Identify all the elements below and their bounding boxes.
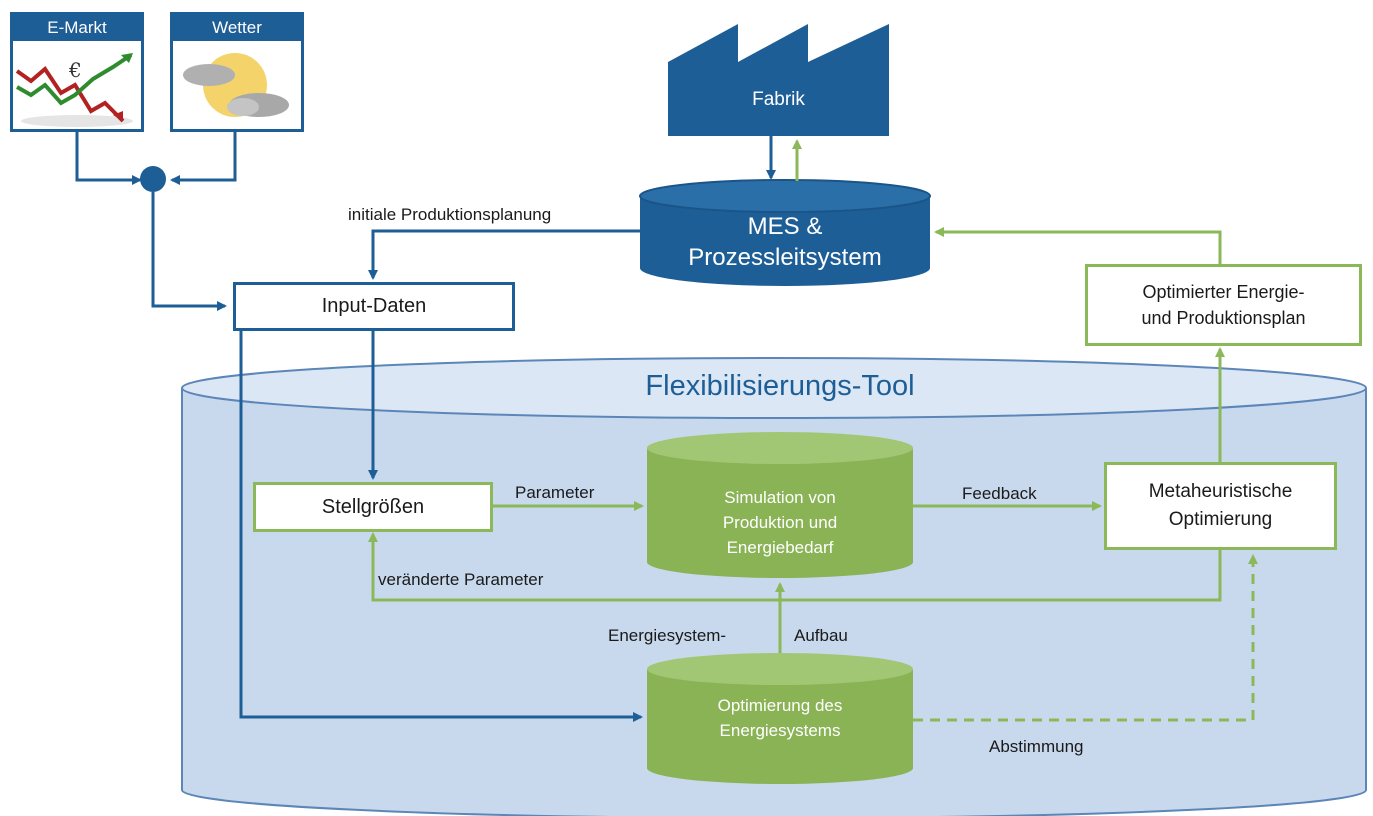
stellgroessen-box: Stellgrößen [253, 482, 493, 532]
merge-node [140, 166, 166, 192]
weather-card: Wetter [170, 12, 304, 132]
input-to-energy-opt-arrow [239, 330, 643, 722]
parameter-label: Parameter [515, 483, 595, 502]
plan-to-mes-arrow [934, 227, 1222, 264]
initial-planning-label: initiale Produktionsplanung [348, 205, 552, 224]
metaheuristic-line1: Metaheuristische [1148, 481, 1293, 502]
simulation-line3: Energiebedarf [726, 537, 834, 557]
changed-parameters-label: veränderte Parameter [378, 570, 544, 589]
factory-label: Fabrik [752, 89, 805, 110]
optimized-plan-line2: und Produktionsplan [1141, 308, 1306, 328]
mes-cylinder [639, 179, 931, 286]
factory-icon [668, 24, 889, 136]
coordination-dashed-arrow [913, 554, 1258, 722]
sun-cloud-icon [183, 53, 289, 117]
input-data-box: Input-Daten [233, 282, 515, 331]
simulation-line2: Produktion und [722, 512, 838, 532]
optimized-plan-box: Optimierter Energie- und Produktionsplan [1085, 264, 1362, 346]
initial-planning-arrow [368, 229, 642, 280]
simulation-cylinder [647, 432, 913, 578]
tool-title: Flexibilisierungs-Tool [645, 369, 915, 402]
energy-system-label-right: Aufbau [794, 626, 848, 645]
mes-label: MES & Prozessleitsystem [640, 202, 930, 282]
e-market-card: E-Markt € [10, 12, 144, 132]
simulation-line1: Simulation von [724, 487, 836, 507]
mes-label-line2: Prozessleitsystem [688, 244, 882, 271]
energy-opt-line1: Optimierung des [717, 696, 843, 715]
stellgroessen-label: Stellgrößen [321, 495, 425, 518]
input-data-label: Input-Daten [321, 295, 427, 317]
metaheuristic-box: Metaheuristische Optimierung [1104, 462, 1337, 550]
energy-system-label-left: Energiesystem- [608, 626, 727, 645]
e-market-title: E-Markt [13, 15, 141, 41]
mes-label-line1: MES & [747, 213, 823, 240]
metaheuristic-line2: Optimierung [1168, 509, 1273, 530]
source-merge-lines [75, 130, 237, 311]
energy-optimization-cylinder [647, 653, 913, 784]
energy-opt-line2: Energiesystems [719, 721, 841, 740]
euro-symbol: € [68, 58, 82, 82]
simulation-label: Simulation von Produktion und Energiebed… [660, 476, 900, 568]
coordination-label: Abstimmung [989, 737, 1084, 756]
optimized-plan-line1: Optimierter Energie- [1142, 282, 1305, 302]
stock-chart-icon: € [15, 53, 133, 127]
changed-parameters-arrow [368, 532, 1222, 602]
weather-title: Wetter [173, 15, 301, 41]
energy-opt-label: Optimierung des Energiesystems [660, 688, 900, 748]
feedback-label: Feedback [962, 484, 1037, 503]
